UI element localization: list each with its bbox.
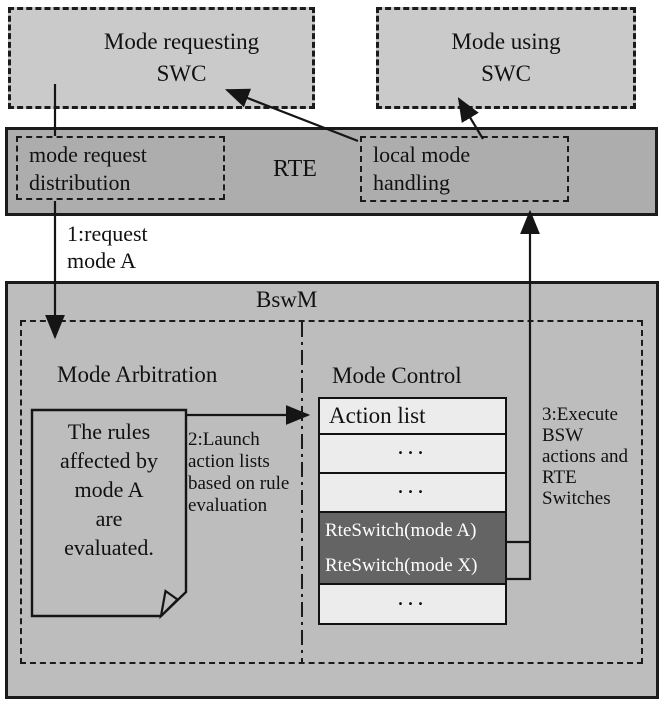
action-list-header-label: Action list [329,403,426,428]
local-mode-handling-box: local mode handling [360,136,569,202]
action-list-row: ... [397,584,428,611]
action-list-row-rte-switch-a: RteSwitch(mode A) [320,513,505,548]
action-list-row: ... [320,473,505,513]
rte-label: RTE [273,156,317,182]
rte-bar: mode request distribution RTE local mode… [5,127,658,216]
mode-control-title: Mode Control [332,363,462,388]
bswm-title: BswM [256,287,318,312]
mode-request-distribution-label: mode request distribution [29,142,147,195]
mode-requesting-swc-label: Mode requesting SWC [103,29,260,86]
action-list-row-rte-switch-x: RteSwitch(mode X) [320,548,505,585]
mode-using-swc-box: Mode using SWC [376,7,636,109]
local-mode-handling-label: local mode handling [373,142,471,195]
bswm-inner-dashed-frame [20,320,643,664]
mode-requesting-swc-box: Mode requesting SWC [8,7,315,109]
annotation-step2-launch-action-lists: 2:Launch action lists based on rule eval… [188,429,290,516]
mode-request-distribution-box: mode request distribution [16,136,225,200]
mode-using-swc-label: Mode using SWC [451,29,561,86]
action-list-header: Action list [320,399,505,435]
mode-arbitration-title: Mode Arbitration [57,362,218,387]
action-list-row: ... [320,434,505,474]
note-text: The rules affected by mode A are evaluat… [60,419,158,560]
action-list-table: Action list ... ... RteSwitch(mode A) Rt… [318,397,507,625]
annotation-step1-request-mode-a: 1:request mode A [67,221,148,273]
annotation-step3-execute-actions: 3:Execute BSW actions and RTE Switches [542,404,629,509]
